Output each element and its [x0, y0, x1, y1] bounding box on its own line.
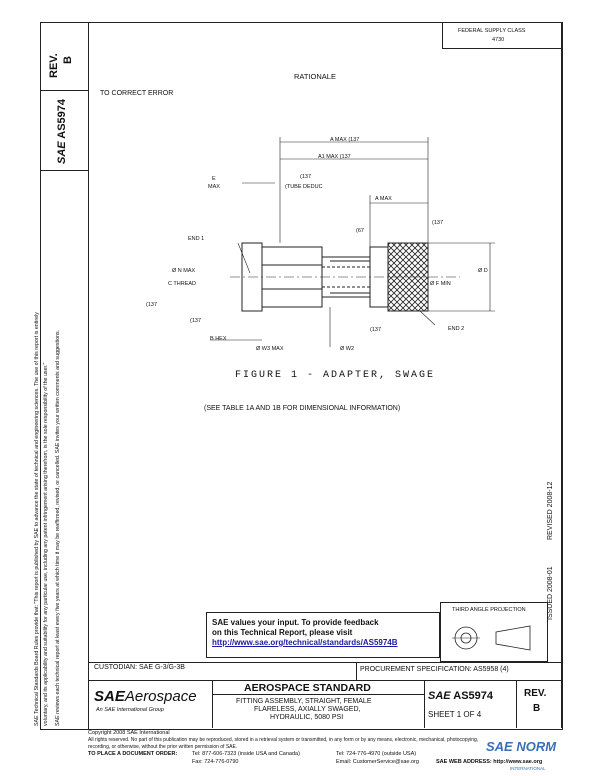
dim-f-min: Ø F MIN — [430, 281, 451, 287]
sae-aerospace-logo: SAEAerospace — [94, 688, 197, 705]
figure-caption: FIGURE 1 - ADAPTER, SWAGE — [235, 370, 436, 381]
rationale-text: TO CORRECT ERROR — [100, 90, 174, 97]
dim-n-max: Ø N MAX — [172, 268, 196, 274]
side-column — [40, 22, 89, 730]
order-email: Email: CustomerService@sae.org — [336, 759, 419, 765]
custodian: CUSTODIAN: SAE G-3/G-3B — [94, 664, 185, 671]
projection-symbol — [452, 625, 531, 651]
feedback-box — [206, 612, 440, 658]
rights-text: All rights reserved. No part of this pub… — [88, 737, 479, 743]
side-notice-3: SAE reviews each technical report at lea… — [55, 329, 61, 726]
dim-r137-lower: (137 — [190, 318, 202, 324]
side-brand-mark: SAE — [56, 141, 68, 164]
sheet-number: SHEET 1 OF 4 — [428, 710, 482, 719]
watermark-text: SAE NORM — [486, 739, 557, 754]
procurement-spec: PROCUREMENT SPECIFICATION: AS5958 (4) — [360, 666, 509, 673]
dim-a-max: A MAX (137 — [330, 137, 360, 143]
brand-aerospace: Aerospace — [124, 688, 197, 705]
federal-supply-number: 4730 — [492, 37, 505, 43]
order-fax: Fax: 724-776-0790 — [192, 759, 239, 765]
dimension-lines — [210, 137, 495, 347]
label-end-1: END 1 — [188, 236, 205, 242]
standard-title: AEROSPACE STANDARD — [244, 682, 371, 694]
title-doc-number: SAE AS5974 — [428, 690, 493, 702]
order-tel-2: Tel: 724-776-4970 (outside USA) — [336, 751, 417, 757]
rationale-heading: RATIONALE — [294, 72, 336, 81]
dim-w3-max: Ø W3 MAX — [256, 346, 284, 352]
description-line-3: HYDRAULIC, 5080 PSI — [270, 714, 344, 721]
fitting-body — [230, 242, 460, 312]
dim-r67: (67 — [356, 228, 364, 234]
copyright: Copyright 2008 SAE International — [88, 730, 170, 736]
title-doc-text: AS5974 — [453, 690, 494, 702]
federal-box — [442, 22, 562, 49]
dim-tube-deduct: (TUBE DEDUC — [285, 184, 323, 190]
rights-text-2: recording, or otherwise, without the pri… — [88, 744, 238, 750]
dim-a1-max: A1 MAX (137 — [318, 154, 351, 160]
intl-group: An SAE International Group — [96, 707, 164, 713]
description-line-1: FITTING ASSEMBLY, STRAIGHT, FEMALE — [236, 698, 372, 705]
dim-d: Ø D — [478, 268, 488, 274]
federal-supply-class: FEDERAL SUPPLY CLASS — [458, 28, 526, 34]
sae-norm-watermark: SAE NORM — [486, 738, 556, 756]
dim-r137-bottom: (137 — [370, 327, 382, 333]
feedback-line-2: on this Technical Report, please visit — [212, 628, 353, 637]
side-doc-number: SAE AS5974 — [56, 99, 68, 164]
brand-mark: SAE — [94, 688, 125, 705]
issued-date: ISSUED 2008-01 — [547, 566, 554, 620]
side-rev-label: REV. — [48, 53, 60, 78]
dim-r137-left: (137 — [146, 302, 158, 308]
dim-b-hex: B HEX — [210, 336, 227, 342]
dim-w2: Ø W2 — [340, 346, 355, 352]
side-doc-text: AS5974 — [56, 98, 68, 139]
revised-date: REVISED 2008-12 — [547, 481, 554, 540]
watermark-sub: INTERNATIONAL — [510, 766, 546, 771]
sheet-border — [88, 22, 563, 730]
label-end-2: END 2 — [448, 326, 465, 332]
dim-a-max-2: A MAX — [375, 196, 392, 202]
title-rev-label: REV. — [524, 688, 547, 699]
side-notice-2: voluntary, and its applicability and sui… — [43, 362, 49, 726]
dim-r137-right: (137 — [432, 220, 444, 226]
dim-r137-top: (137 — [300, 174, 312, 180]
web-address: SAE WEB ADDRESS: http://www.sae.org — [436, 759, 543, 765]
projection-box — [440, 602, 548, 662]
title-rev-value: B — [533, 703, 541, 714]
adapter-swage-drawing — [210, 137, 495, 347]
see-table-note: (SEE TABLE 1A AND 1B FOR DIMENSIONAL INF… — [204, 405, 401, 412]
side-notice-1: SAE Technical Standards Board Rules prov… — [34, 312, 40, 726]
title-doc-brand: SAE — [428, 690, 451, 702]
description-line-2: FLARELESS, AXIALLY SWAGED, — [254, 706, 361, 713]
feedback-link[interactable]: http://www.sae.org/technical/standards/A… — [212, 638, 398, 647]
dim-e-max: E — [212, 176, 216, 182]
feedback-line-1: SAE values your input. To provide feedba… — [212, 618, 379, 627]
dim-c-thread: C THREAD — [168, 281, 197, 287]
dim-e-max-2: MAX — [208, 184, 220, 190]
projection-label: THIRD ANGLE PROJECTION — [452, 607, 526, 613]
order-label: TO PLACE A DOCUMENT ORDER: — [88, 751, 178, 757]
side-rev-value: B — [62, 56, 74, 64]
order-tel-1: Tel: 877-606-7323 (inside USA and Canada… — [192, 751, 300, 757]
